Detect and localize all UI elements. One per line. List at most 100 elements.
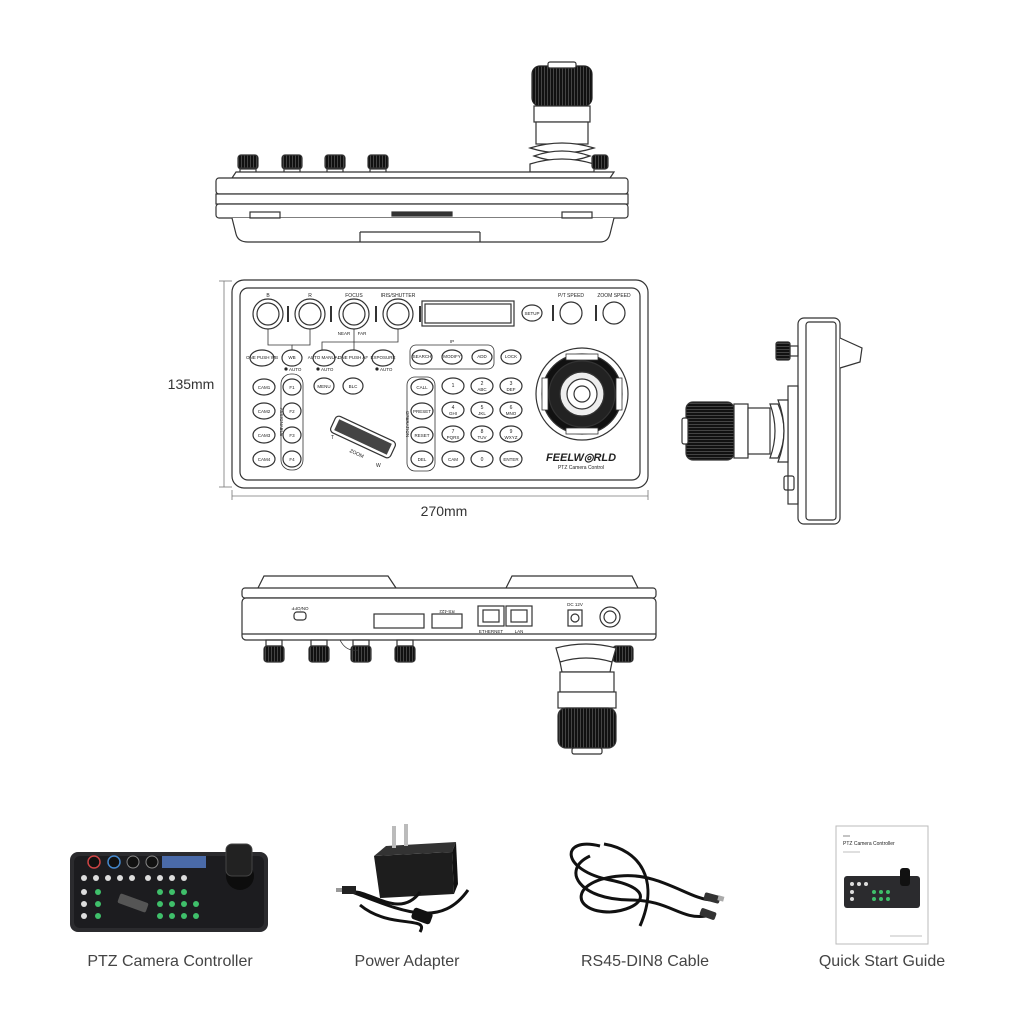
side-view bbox=[681, 317, 863, 525]
assignable-label: ASSIGNABLE bbox=[279, 408, 284, 437]
focus-near-label: NEAR bbox=[338, 331, 351, 336]
power-switch-label: ON/OFF bbox=[291, 606, 308, 611]
top-view bbox=[215, 61, 629, 243]
ethernet-label: ETHERNET bbox=[479, 629, 504, 634]
knob-label-iris: IRIS/SHUTTER bbox=[381, 293, 416, 299]
tele-label: T bbox=[331, 435, 334, 441]
keypad bbox=[441, 377, 523, 468]
f2-label: F2 bbox=[289, 409, 295, 414]
keypad-labels: 1 2 ABC 3 DEF 4 GHI 5 JKL 6 MNO 7 PQRS 8… bbox=[447, 381, 520, 463]
f-buttons bbox=[282, 378, 302, 468]
key-2-letters: ABC bbox=[477, 387, 487, 392]
guide-title: PTZ Camera Controller bbox=[843, 841, 895, 847]
reset-label: RESET bbox=[414, 433, 429, 438]
front-panel-text: B R FOCUS IRIS/SHUTTER P/T SPEED ZOOM SP… bbox=[246, 293, 631, 471]
key-9: 9 bbox=[510, 429, 513, 435]
focus-far-label: FAR bbox=[358, 331, 368, 336]
setup-button[interactable] bbox=[521, 304, 543, 322]
key-4: 4 bbox=[452, 405, 455, 411]
lock-label: LOCK bbox=[505, 354, 517, 359]
joystick-plan bbox=[535, 347, 629, 441]
row1-buttons bbox=[249, 349, 395, 367]
blc-label: BLC bbox=[349, 384, 359, 389]
f3-label: F3 bbox=[289, 433, 295, 438]
key-3: 3 bbox=[510, 381, 513, 387]
auto-label-focus: AUTO bbox=[321, 367, 334, 372]
key-cam: CAM bbox=[448, 457, 458, 462]
key-3-letters: DEF bbox=[507, 387, 516, 392]
knob-label-r: R bbox=[308, 293, 312, 299]
key-7-letters: PQRS bbox=[447, 435, 460, 440]
operation-label: OPERATION bbox=[405, 411, 410, 437]
front-panel-view bbox=[219, 279, 649, 500]
lan-port bbox=[505, 605, 533, 627]
model-label: PTZ Camera Control bbox=[558, 465, 604, 471]
caption-controller: PTZ Camera Controller bbox=[87, 953, 253, 970]
exposure-label: EXPOSURE bbox=[370, 355, 395, 360]
dc-label: DC 12V bbox=[567, 602, 583, 607]
zoom-speed-label: ZOOM SPEED bbox=[597, 293, 631, 299]
knob-label-focus: FOCUS bbox=[345, 293, 363, 299]
key-0: 0 bbox=[481, 457, 484, 463]
auto-label-wb: AUTO bbox=[289, 367, 302, 372]
key-5-letters: JKL bbox=[478, 411, 486, 416]
joystick-top bbox=[527, 61, 597, 173]
wide-label: W bbox=[376, 463, 381, 469]
call-label: CALL bbox=[416, 385, 428, 390]
rs422-label: RS-422 bbox=[439, 609, 455, 614]
cam3-label: CAM3 bbox=[258, 433, 271, 438]
zoom-label: ZOOM bbox=[348, 448, 364, 460]
key-7: 7 bbox=[452, 429, 455, 435]
f4-label: F4 bbox=[289, 457, 295, 462]
wb-label: WB bbox=[288, 355, 295, 360]
key-5: 5 bbox=[481, 405, 484, 411]
knobs-top bbox=[237, 154, 609, 177]
lcd-screen bbox=[421, 300, 515, 327]
key-1: 1 bbox=[452, 383, 455, 389]
pt-speed-label: P/T SPEED bbox=[558, 293, 584, 299]
key-8: 8 bbox=[481, 429, 484, 435]
ethernet-port bbox=[477, 605, 505, 627]
operation-buttons bbox=[410, 378, 434, 468]
key-6: 6 bbox=[510, 405, 513, 411]
dc-jack bbox=[567, 609, 583, 627]
caption-cable: RS45-DIN8 Cable bbox=[580, 953, 710, 970]
power-adapter-photo bbox=[336, 824, 470, 933]
cam2-label: CAM2 bbox=[258, 409, 271, 414]
rear-view bbox=[241, 575, 657, 755]
key-2: 2 bbox=[481, 381, 484, 387]
menu-label: MENU bbox=[317, 384, 330, 389]
caption-power-adapter: Power Adapter bbox=[354, 953, 460, 970]
width-dimension: 270mm bbox=[421, 503, 468, 519]
ip-label: IP bbox=[450, 339, 454, 344]
key-4-letters: GHI bbox=[449, 411, 457, 416]
one-push-wb-label: ONE PUSH WB bbox=[246, 355, 278, 360]
key-enter: ENTER bbox=[503, 457, 519, 462]
knob-label-b: B bbox=[266, 293, 270, 299]
zoom-rocker bbox=[330, 415, 396, 459]
terminal-block-1 bbox=[373, 613, 425, 629]
f1-label: F1 bbox=[289, 385, 295, 390]
one-push-af-label: ONE PUSH AF bbox=[338, 355, 369, 360]
cam-buttons bbox=[252, 378, 276, 468]
power-switch[interactable] bbox=[293, 611, 307, 621]
cable-photo bbox=[569, 842, 725, 927]
preset-label: PRESET bbox=[413, 409, 431, 414]
key-9-letters: WXYZ bbox=[505, 435, 518, 440]
auto-label-exposure: AUTO bbox=[380, 367, 393, 372]
terminal-block-2 bbox=[431, 613, 463, 629]
brand-logo: FEELW◎RLD bbox=[546, 452, 616, 464]
auto-manual-label: AUTO MANUAL bbox=[308, 355, 341, 360]
search-label: SEARCH bbox=[413, 354, 432, 359]
setup-label: SETUP bbox=[524, 311, 539, 316]
round-connector bbox=[599, 606, 621, 628]
controller-photo bbox=[70, 843, 268, 932]
quick-start-guide-photo: PTZ Camera Controller bbox=[835, 825, 929, 945]
dimension-lines bbox=[219, 280, 649, 500]
ip-buttons bbox=[411, 349, 522, 365]
key-6-letters: MNO bbox=[506, 411, 517, 416]
caption-quick-start-guide: Quick Start Guide bbox=[818, 953, 946, 970]
key-8-letters: TUV bbox=[478, 435, 487, 440]
height-dimension: 135mm bbox=[168, 376, 215, 392]
